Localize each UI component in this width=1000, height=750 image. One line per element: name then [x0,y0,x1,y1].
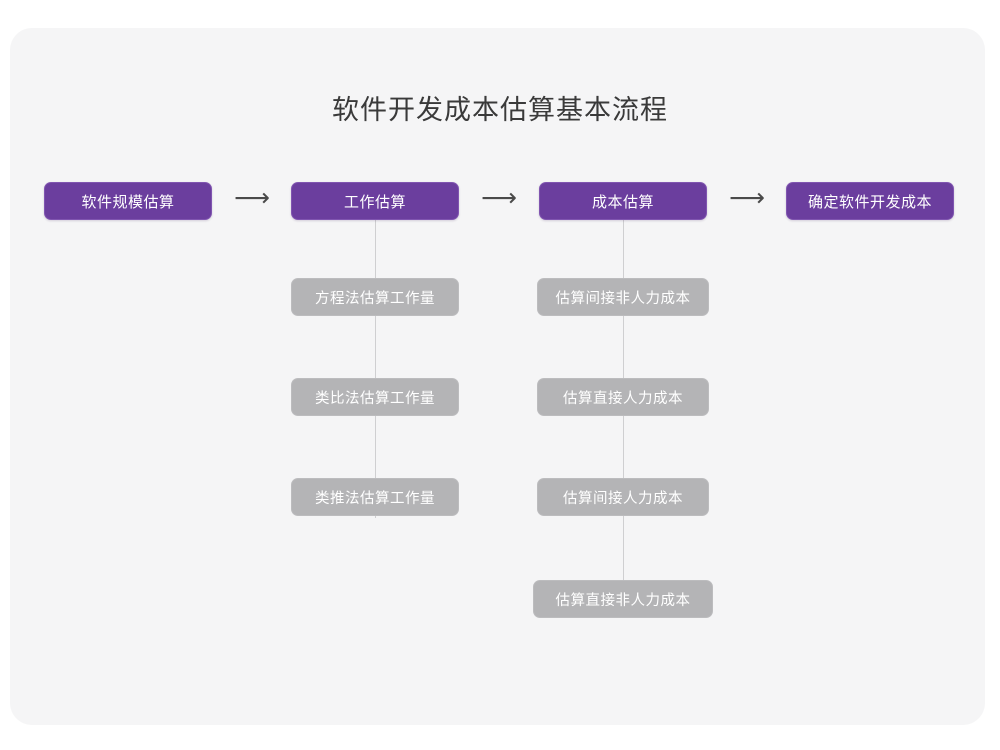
substep-node-indirect-labor-cost[interactable]: 估算间接人力成本 [537,478,709,516]
stage-node-work-estimation[interactable]: 工作估算 [291,182,459,220]
substep-node-label: 估算间接非人力成本 [555,290,691,307]
substep-node-indirect-nonlabor-cost[interactable]: 估算间接非人力成本 [537,278,709,316]
substep-node-label: 类比法估算工作量 [315,390,435,407]
substep-node-direct-labor-cost[interactable]: 估算直接人力成本 [537,378,709,416]
substep-node-label: 估算间接人力成本 [563,490,683,507]
substep-node-label: 估算直接非人力成本 [555,592,691,609]
stage-node-cost-estimation[interactable]: 成本估算 [539,182,707,220]
substep-node-label: 类推法估算工作量 [315,490,435,507]
substep-node-equation-method-effort[interactable]: 方程法估算工作量 [291,278,459,316]
diagram-card [10,28,985,725]
connector-line-stage3 [623,218,624,618]
substep-node-label: 估算直接人力成本 [563,390,683,407]
substep-node-inference-method-effort[interactable]: 类推法估算工作量 [291,478,459,516]
arrow-right-icon-2: ⟶ [481,183,517,212]
stage-node-software-scale-estimation[interactable]: 软件规模估算 [44,182,212,220]
substep-node-direct-nonlabor-cost[interactable]: 估算直接非人力成本 [533,580,713,618]
stage-node-label: 工作估算 [343,193,406,211]
page-title: 软件开发成本估算基本流程 [332,95,668,125]
stage-node-label: 成本估算 [591,193,654,211]
arrow-right-icon-3: ⟶ [729,183,765,212]
stage-node-label: 确定软件开发成本 [807,193,932,211]
substep-node-label: 方程法估算工作量 [315,290,435,307]
stage-node-determine-development-cost[interactable]: 确定软件开发成本 [786,182,954,220]
stage-node-label: 软件规模估算 [81,193,175,211]
arrow-right-icon-1: ⟶ [234,183,270,212]
connector-line-stage2 [375,218,376,518]
substep-node-analogy-method-effort[interactable]: 类比法估算工作量 [291,378,459,416]
